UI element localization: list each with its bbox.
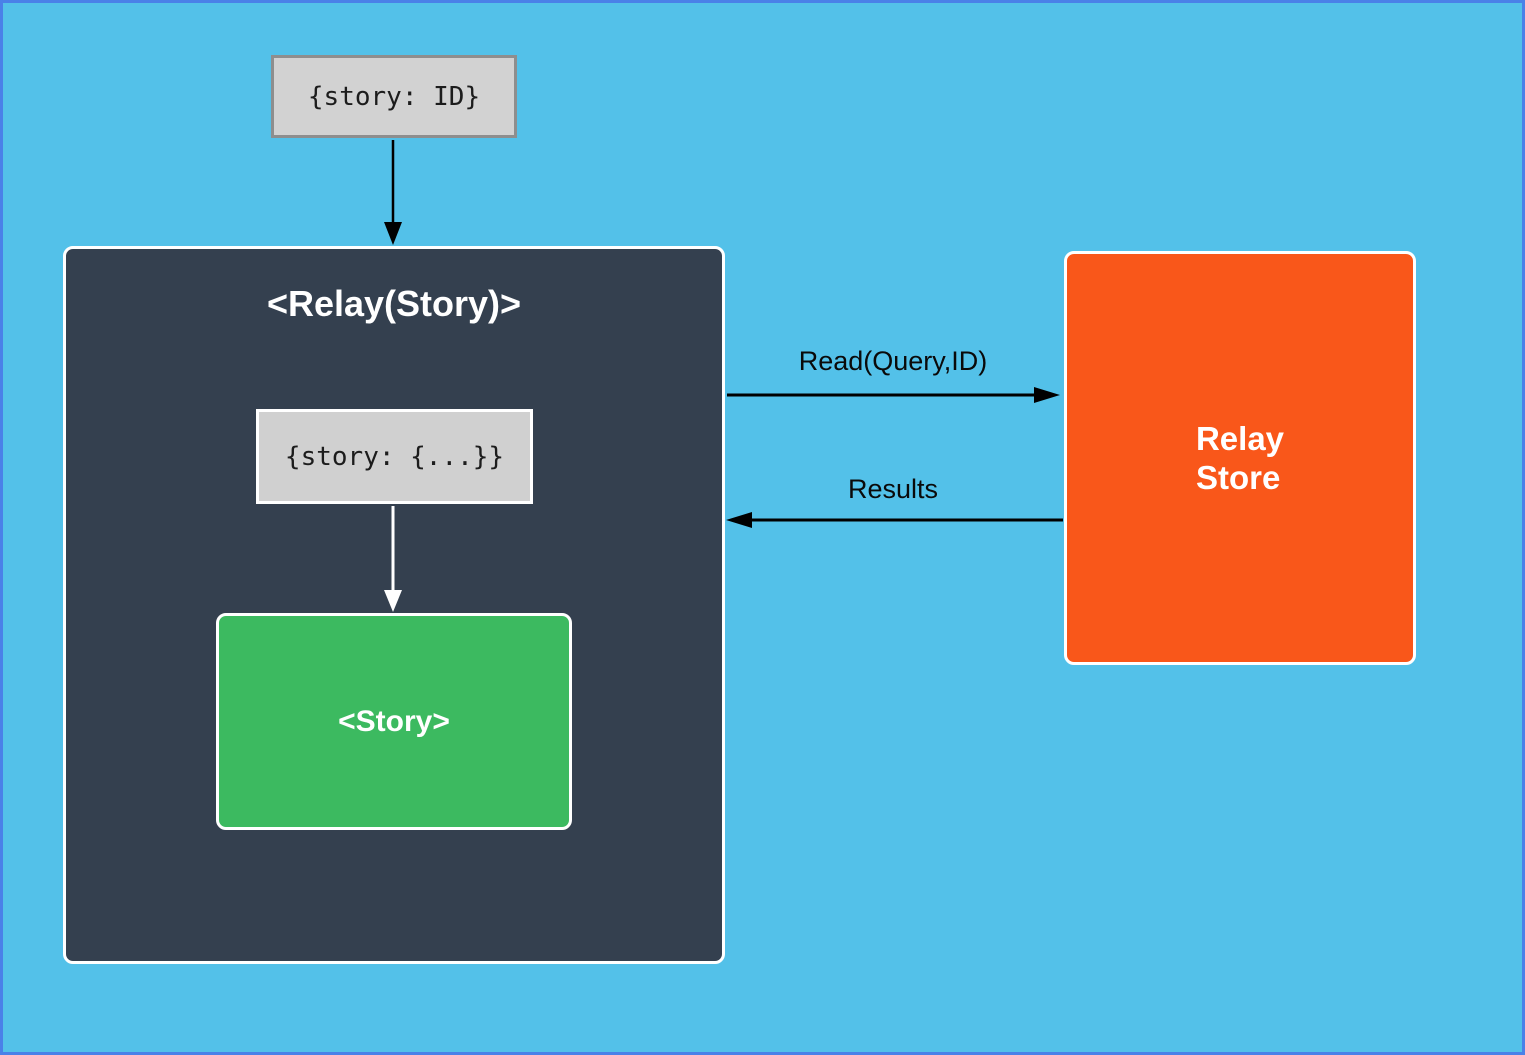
story-fragment-node: {story: {...}} [256, 409, 533, 504]
relay-component-node [63, 246, 725, 964]
relay-store-label-line1: Relay [1195, 420, 1285, 457]
results-arrow [726, 512, 1063, 528]
story-fragment-label: {story: {...}} [284, 441, 505, 472]
relay-store-node: Relay Store [1064, 251, 1416, 665]
read-query-arrow [727, 387, 1060, 403]
story-component-node: <Story> [216, 613, 572, 830]
story-id-label: {story: ID} [307, 81, 481, 112]
id-to-relay-arrow [384, 140, 402, 245]
relay-store-label-line2: Store [1195, 459, 1281, 496]
relay-component-title: <Relay(Story)> [266, 283, 522, 324]
story-component-label: <Story> [338, 704, 450, 738]
relay-store-label: Relay Store [1196, 419, 1284, 497]
story-id-node: {story: ID} [271, 55, 517, 138]
results-edge-label: Results [847, 474, 939, 504]
read-query-edge-label: Read(Query,ID) [798, 346, 988, 376]
